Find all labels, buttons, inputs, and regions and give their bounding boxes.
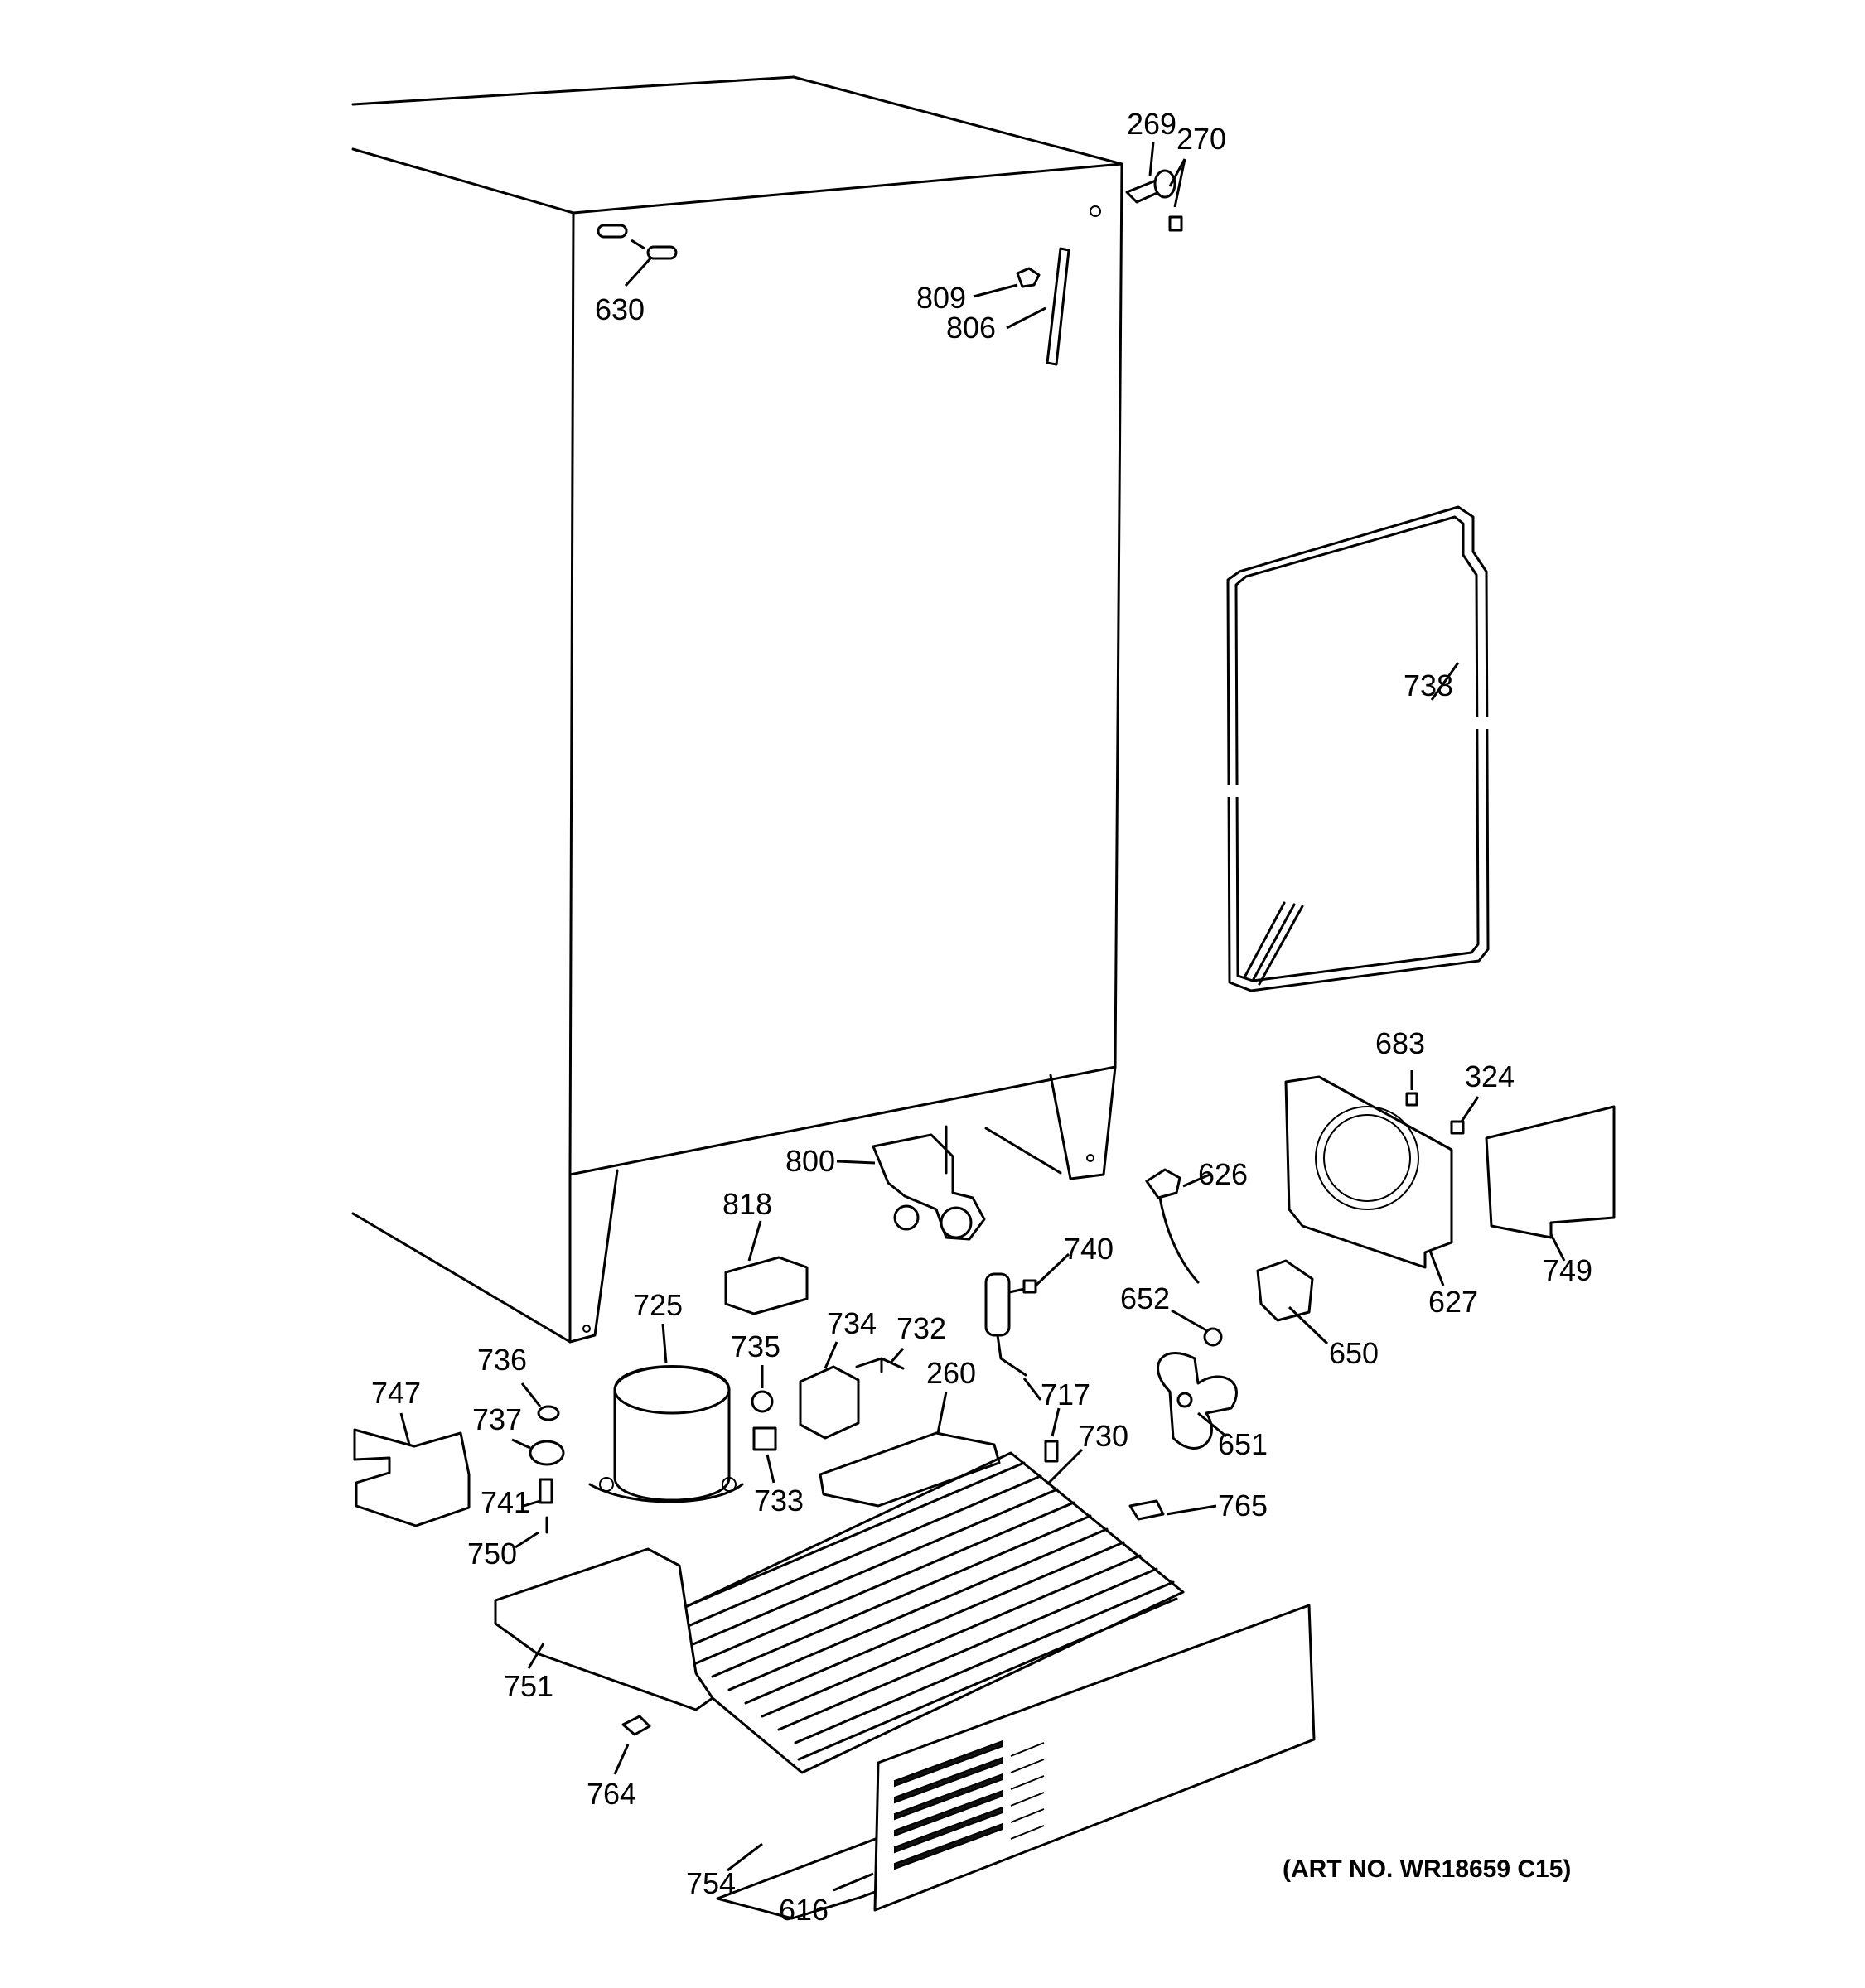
part-732-clip xyxy=(855,1348,905,1373)
callout-717: 717 xyxy=(1041,1378,1090,1411)
part-734-relay-cover xyxy=(799,1341,860,1440)
callout-725: 725 xyxy=(633,1288,683,1322)
callout-736: 736 xyxy=(477,1343,527,1377)
part-269-hinge xyxy=(1125,142,1186,232)
part-747-cover xyxy=(353,1412,471,1527)
callout-630: 630 xyxy=(595,292,645,326)
part-616-grille xyxy=(833,1604,1316,1912)
callout-740: 740 xyxy=(1064,1232,1114,1266)
callout-764: 764 xyxy=(587,1777,636,1811)
callout-733: 733 xyxy=(754,1484,804,1518)
callout-627: 627 xyxy=(1428,1285,1478,1319)
part-626-power-cord xyxy=(1145,1168,1210,1284)
callout-616: 616 xyxy=(779,1893,829,1927)
callout-651: 651 xyxy=(1218,1427,1268,1461)
callout-741: 741 xyxy=(481,1485,530,1519)
part-740-sensor xyxy=(984,1252,1070,1463)
part-749-cover xyxy=(1485,1105,1616,1262)
part-751-base-tray xyxy=(494,1547,714,1711)
part-738-gasket-loop xyxy=(1225,505,1490,992)
callout-754: 754 xyxy=(686,1866,736,1900)
callout-269: 269 xyxy=(1127,107,1176,141)
part-733-relay xyxy=(752,1426,777,1484)
part-730-condenser-coil xyxy=(631,1448,1185,1774)
part-741-spacer xyxy=(523,1478,553,1508)
callout-730: 730 xyxy=(1079,1419,1128,1453)
part-765-clip xyxy=(1128,1499,1217,1521)
callout-765: 765 xyxy=(1218,1489,1268,1522)
callout-749: 749 xyxy=(1543,1253,1592,1287)
callout-809: 809 xyxy=(916,281,966,315)
part-651-fan-blade xyxy=(1157,1352,1238,1450)
art-number: (ART NO. WR18659 C15) xyxy=(1283,1855,1571,1883)
callout-650: 650 xyxy=(1329,1336,1379,1370)
callout-734: 734 xyxy=(827,1306,877,1340)
callout-737: 737 xyxy=(472,1402,522,1436)
part-764-clip xyxy=(613,1715,651,1775)
part-750-screw xyxy=(515,1516,548,1549)
part-800-water-valve xyxy=(836,1125,986,1241)
part-806-tube xyxy=(973,247,1070,366)
callout-800: 800 xyxy=(785,1144,835,1178)
part-735-grommet xyxy=(751,1365,774,1413)
callout-751: 751 xyxy=(504,1669,553,1703)
callout-818: 818 xyxy=(722,1187,772,1221)
part-725-compressor xyxy=(588,1323,744,1503)
callout-270: 270 xyxy=(1176,122,1226,156)
part-737-grommet xyxy=(511,1438,565,1466)
part-260-drain-pan xyxy=(819,1391,1001,1508)
part-650-fan-motor xyxy=(1256,1259,1329,1345)
callout-747: 747 xyxy=(371,1376,421,1410)
part-736-grommet xyxy=(520,1382,560,1421)
part-652-nut xyxy=(1171,1309,1223,1347)
callout-806: 806 xyxy=(946,311,996,345)
refrigerator-cabinet xyxy=(351,75,1123,1344)
callout-260: 260 xyxy=(926,1356,976,1390)
callout-732: 732 xyxy=(896,1311,946,1345)
part-818-bracket xyxy=(724,1220,809,1315)
callout-683: 683 xyxy=(1375,1026,1425,1060)
callout-738: 738 xyxy=(1404,668,1453,702)
callout-652: 652 xyxy=(1120,1281,1170,1315)
part-630-plugs xyxy=(597,224,678,287)
callout-324: 324 xyxy=(1465,1059,1515,1093)
callout-626: 626 xyxy=(1198,1157,1248,1191)
callout-labels: 269 270 630 809 806 738 683 324 800 626 … xyxy=(371,107,1592,1927)
callout-750: 750 xyxy=(467,1537,517,1571)
callout-735: 735 xyxy=(731,1329,780,1363)
part-627-fan-shroud xyxy=(1284,1070,1480,1286)
